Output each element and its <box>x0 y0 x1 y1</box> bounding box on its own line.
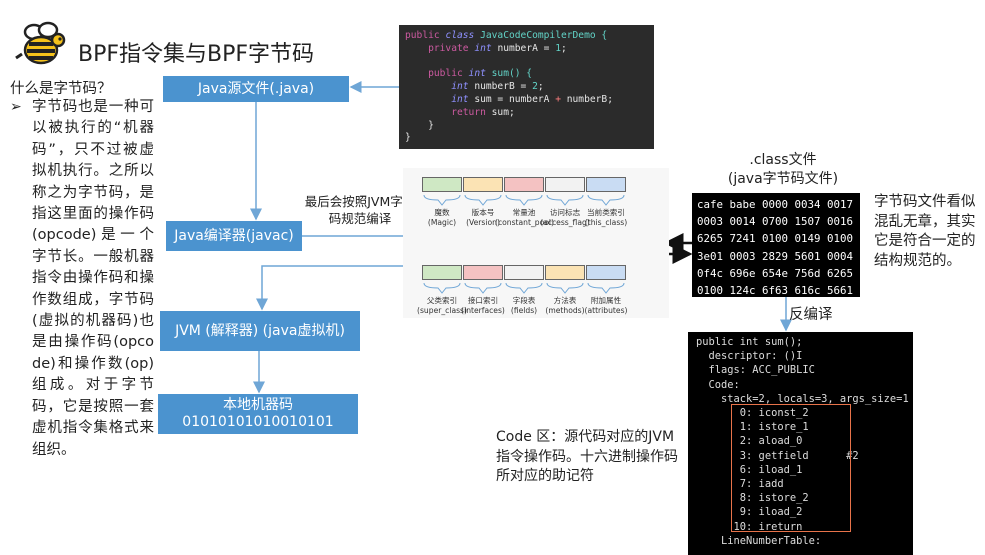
decompile-label: 反编译 <box>789 307 833 323</box>
question-text: 什么是字节码？ <box>10 81 112 97</box>
structure-cell <box>463 177 503 192</box>
bytecode-line: Code: <box>696 378 740 391</box>
class-structure-diagram: 魔数(Magic) 版本号(Version)常量池(constant_pool)访… <box>403 168 669 318</box>
structure-cell-label: 父类索引(super_class) <box>417 296 467 315</box>
source-code-panel: public class JavaCodeCompilerDemo { priv… <box>399 25 654 149</box>
bullet-marker: ➢ <box>10 99 22 115</box>
native-code-bits: 01010101010010101 <box>182 414 334 430</box>
bytecode-line: 2: aload_0 <box>696 435 803 448</box>
bytecode-line: 0: iconst_2 <box>696 407 809 420</box>
hex-row: 6265 7241 0100 0149 0100 <box>697 232 854 246</box>
hex-row: 3e01 0003 2829 5601 0004 <box>697 249 854 263</box>
code-highlight-box <box>731 404 851 532</box>
native-code-box: 本地机器码 01010101010010101 <box>158 394 358 434</box>
structure-cell-label: 访问标志(access_flag) <box>540 208 590 227</box>
bytecode-line: 7: iadd <box>696 478 784 491</box>
bytecode-panel: public int sum(); descriptor: ()I flags:… <box>688 332 913 555</box>
structure-cell <box>545 265 585 280</box>
structure-cell <box>504 177 544 192</box>
hex-row: 0100 124c 6f63 616c 5661 <box>697 284 854 298</box>
bytecode-line: 3: getfield #2 <box>696 449 859 462</box>
structure-cell-label: 版本号(Version) <box>466 208 500 227</box>
structure-cell <box>463 265 503 280</box>
code-area-note: Code 区：源代码对应的JVM 指令操作码。十六进制操作码所对应的助记符 <box>496 429 678 484</box>
bytecode-description: 字节码也是一种可以被执行的“机器码”，只不过被虚拟机执行。之所以称之为字节码，是… <box>32 99 154 458</box>
bytecode-line: 10: ireturn <box>696 520 803 533</box>
structure-cell <box>422 177 462 192</box>
hex-row: cafe babe 0000 0034 0017 <box>697 198 854 211</box>
bytecode-line: LineNumberTable: <box>696 534 822 547</box>
bytecode-line: descriptor: ()I <box>696 350 803 363</box>
structure-cell <box>586 177 626 192</box>
bytecode-line: stack=2, locals=3, args_size=1 <box>696 392 909 405</box>
bytecode-line: public int sum(); <box>696 336 803 348</box>
bytecode-line: 1: istore_1 <box>696 421 809 434</box>
structure-cell-label: 方法表(methods) <box>545 296 585 315</box>
structure-cell-label: 当前类索引(this_class) <box>584 208 628 227</box>
bytecode-line: 9: iload_2 <box>696 506 803 519</box>
structure-cell <box>422 265 462 280</box>
structure-cell <box>586 265 626 280</box>
structure-cell-label: 字段表(fields) <box>510 296 538 315</box>
compile-note: 最后会按照JVM字节码规范编译 <box>304 194 416 226</box>
structure-braces <box>423 194 625 206</box>
structure-cell <box>504 265 544 280</box>
native-code-label: 本地机器码 <box>223 397 293 413</box>
structure-cell-label: 附加属性(attributes) <box>584 296 628 315</box>
arrow-structure-to-jvm <box>256 265 418 311</box>
structure-braces <box>423 282 625 294</box>
class-file-label: .class文件 (java字节码文件) <box>727 152 839 187</box>
jvm-interpreter-box: JVM (解释器) (java虚拟机) <box>160 311 360 351</box>
hex-row: 0003 0014 0700 1507 0016 <box>697 215 854 229</box>
java-source-box: Java源文件(.java) <box>163 76 349 102</box>
page-title: BPF指令集与BPF字节码 <box>78 42 315 67</box>
structure-cell-label: 魔数(Magic) <box>427 208 457 227</box>
structure-cell-label: 常量池(constant_pool) <box>495 208 554 227</box>
structure-cell-label: 接口索引(interfaces) <box>461 296 505 315</box>
hex-note: 字节码文件看似混乱无章，其实它是符合一定的结构规范的。 <box>874 194 976 269</box>
hex-dump-panel: cafe babe 0000 0034 0017 0003 0014 0700 1… <box>692 193 860 297</box>
bytecode-line: 8: istore_2 <box>696 492 809 505</box>
bytecode-line: flags: ACC_PUBLIC <box>696 364 815 377</box>
hex-row: 0f4c 696e 654e 756d 6265 <box>697 266 854 280</box>
bytecode-line: 6: iload_1 <box>696 463 803 476</box>
bee-icon <box>15 21 66 65</box>
java-compiler-box: Java编译器(javac) <box>166 221 302 251</box>
structure-cell <box>545 177 585 192</box>
